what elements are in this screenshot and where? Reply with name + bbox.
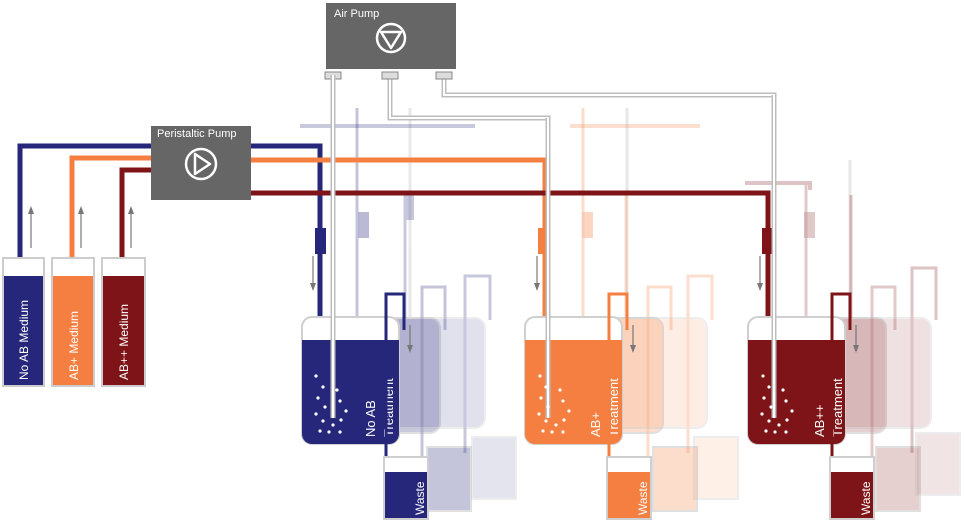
air-pump-label: Air Pump (334, 8, 379, 20)
replicate-ghost-b3 (570, 124, 739, 500)
medium-bottle-ab-plus: AB+ Medium (51, 257, 95, 387)
arrow-down-icon (310, 256, 316, 291)
replicate-ghost-a3 (300, 124, 517, 500)
air-bubbles (314, 374, 348, 434)
flow-arrows (28, 206, 859, 353)
treatment-reactor-no-ab: No AB Treatment Waste (301, 75, 429, 520)
medium-bottles: No AB Medium AB+ Medium AB++ Medium (2, 257, 146, 387)
replicate-ghost-a2 (344, 108, 472, 512)
medium-bottle-ab-plus-plus: AB++ Medium (101, 257, 146, 387)
arrow-down-icon (757, 256, 763, 291)
air-pump-icon (375, 22, 407, 54)
replicate-ghost-b2 (567, 108, 698, 512)
peristaltic-pump-label: Peristaltic Pump (157, 128, 236, 140)
replicate-ghosts (300, 108, 961, 512)
arrow-down-icon (407, 325, 413, 353)
arrow-down-icon (630, 325, 636, 353)
arrow-down-icon (853, 325, 859, 353)
treatment-name: AB++ (812, 404, 827, 437)
treatment-name: AB+ (588, 412, 603, 437)
arrow-up-icon (128, 206, 134, 248)
medium-feed-tubes (17, 143, 771, 318)
peristaltic-pump-icon (184, 147, 218, 181)
treatment-name: No AB (363, 400, 378, 437)
air-pump: Air Pump (326, 3, 456, 69)
medium-label: AB+ Medium (67, 311, 81, 380)
treatment-reactor-ab-plus: AB+ Treatment Waste (524, 118, 652, 520)
waste-label: Waste (413, 481, 427, 515)
waste-label: Waste (859, 481, 873, 515)
air-bubbles (537, 374, 571, 434)
medium-label: No AB Medium (17, 300, 31, 380)
arrow-up-icon (78, 206, 84, 248)
replicate-ghost-c3 (745, 181, 961, 496)
air-bubbles (760, 374, 794, 434)
arrow-down-icon (534, 256, 540, 291)
treatment-label: Treatment (381, 378, 396, 437)
medium-label: AB++ Medium (117, 304, 131, 380)
treatment-label: Treatment (830, 378, 845, 437)
arrow-up-icon (28, 206, 34, 248)
treatment-reactor-ab-plus-plus: AB++ Treatment Waste (747, 95, 875, 520)
waste-label: Waste (636, 481, 650, 515)
medium-bottle-no-ab: No AB Medium (2, 257, 45, 387)
peristaltic-pump: Peristaltic Pump (151, 126, 251, 200)
